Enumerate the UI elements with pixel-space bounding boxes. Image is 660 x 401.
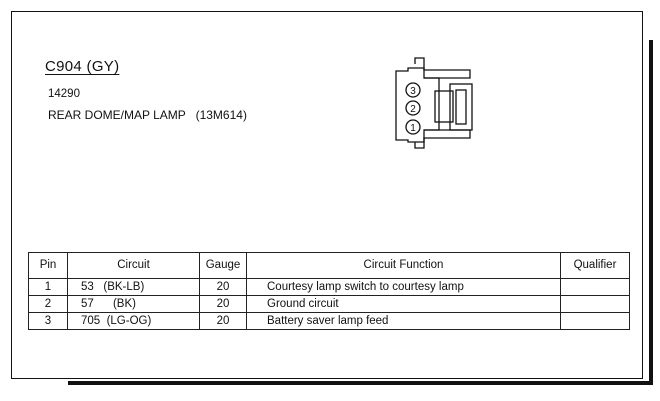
table-row: 1 53 (BK-LB) 20 Courtesy lamp switch to … [28, 278, 630, 296]
pin-1-label: 1 [410, 123, 416, 134]
row-circuit: 57 (BK) [67, 295, 200, 313]
latch-inner [455, 89, 467, 125]
frame-shadow-right [649, 40, 653, 385]
row-pin: 2 [28, 295, 68, 313]
part-number: 14290 [48, 88, 80, 100]
pin-2-circle [405, 100, 421, 116]
frame-shadow-bottom [68, 381, 653, 385]
table-row: 3 705 (LG-OG) 20 Battery saver lamp feed [28, 312, 630, 330]
header-qualifier: Qualifier [560, 252, 630, 279]
row-circuit: 53 (BK-LB) [67, 278, 200, 296]
row-pin: 1 [28, 278, 68, 296]
header-function: Circuit Function [246, 252, 561, 279]
lower-terminal-rod [414, 129, 471, 149]
row-qualifier [560, 295, 630, 313]
row-qualifier [560, 312, 630, 330]
pin-2-label: 2 [410, 104, 416, 115]
header-circuit: Circuit [67, 252, 200, 279]
latch-outer [449, 83, 473, 131]
pin-3-label: 3 [410, 86, 416, 97]
pin-3-circle [405, 82, 421, 98]
connector-face-diagram: 3 2 1 [395, 57, 473, 149]
row-function: Battery saver lamp feed [246, 312, 561, 330]
header-gauge: Gauge [199, 252, 247, 279]
row-pin: 3 [28, 312, 68, 330]
table-row: 2 57 (BK) 20 Ground circuit [28, 295, 630, 313]
pin-table-header: Pin Circuit Gauge Circuit Function Quali… [28, 252, 630, 279]
connector-description: REAR DOME/MAP LAMP (13M614) [48, 108, 247, 122]
row-qualifier [560, 278, 630, 296]
connector-id: C904 (GY) [45, 58, 120, 75]
row-gauge: 20 [199, 295, 247, 313]
header-pin: Pin [28, 252, 68, 279]
pin-table: Pin Circuit Gauge Circuit Function Quali… [28, 252, 630, 330]
row-circuit: 705 (LG-OG) [67, 312, 200, 330]
row-gauge: 20 [199, 278, 247, 296]
pin-1-circle [405, 119, 421, 135]
row-gauge: 20 [199, 312, 247, 330]
row-function: Courtesy lamp switch to courtesy lamp [246, 278, 561, 296]
cavity-rect [434, 90, 454, 123]
connector-housing [395, 67, 440, 143]
row-function: Ground circuit [246, 295, 561, 313]
